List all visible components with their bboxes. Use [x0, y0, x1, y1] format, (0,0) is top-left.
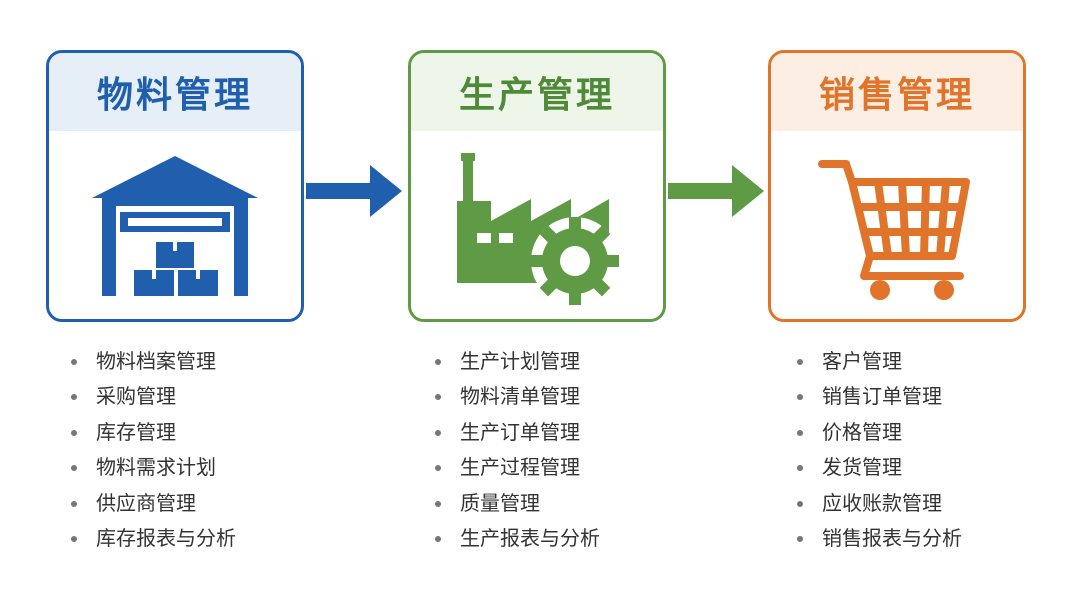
- list-item: 供应商管理: [71, 486, 236, 521]
- factory-gear-icon: [457, 153, 619, 305]
- list-item: 库存管理: [71, 415, 236, 450]
- module-card-production: 生产管理: [408, 50, 666, 322]
- list-item: 库存报表与分析: [71, 521, 236, 556]
- module-title-sales: 销售管理: [771, 53, 1023, 131]
- module-title-production: 生产管理: [411, 53, 663, 131]
- list-item: 物料档案管理: [71, 344, 236, 379]
- sales-feature-list: 客户管理 销售订单管理 价格管理 发货管理 应收账款管理 销售报表与分析: [797, 344, 962, 556]
- flow-arrow-icon: [668, 165, 764, 217]
- list-item: 销售报表与分析: [797, 521, 962, 556]
- warehouse-icon: [92, 156, 258, 296]
- list-item: 质量管理: [435, 486, 600, 521]
- list-item: 应收账款管理: [797, 486, 962, 521]
- module-card-material: 物料管理: [46, 50, 304, 322]
- flow-arrow-icon: [306, 165, 402, 217]
- shopping-cart-icon: [818, 160, 970, 300]
- list-item: 物料需求计划: [71, 450, 236, 485]
- list-item: 发货管理: [797, 450, 962, 485]
- list-item: 采购管理: [71, 379, 236, 414]
- module-title-material: 物料管理: [49, 53, 301, 131]
- list-item: 销售订单管理: [797, 379, 962, 414]
- list-item: 价格管理: [797, 415, 962, 450]
- material-feature-list: 物料档案管理 采购管理 库存管理 物料需求计划 供应商管理 库存报表与分析: [71, 344, 236, 556]
- list-item: 生产计划管理: [435, 344, 600, 379]
- module-card-sales: 销售管理: [768, 50, 1026, 322]
- list-item: 生产过程管理: [435, 450, 600, 485]
- list-item: 物料清单管理: [435, 379, 600, 414]
- list-item: 客户管理: [797, 344, 962, 379]
- production-feature-list: 生产计划管理 物料清单管理 生产订单管理 生产过程管理 质量管理 生产报表与分析: [435, 344, 600, 556]
- list-item: 生产报表与分析: [435, 521, 600, 556]
- list-item: 生产订单管理: [435, 415, 600, 450]
